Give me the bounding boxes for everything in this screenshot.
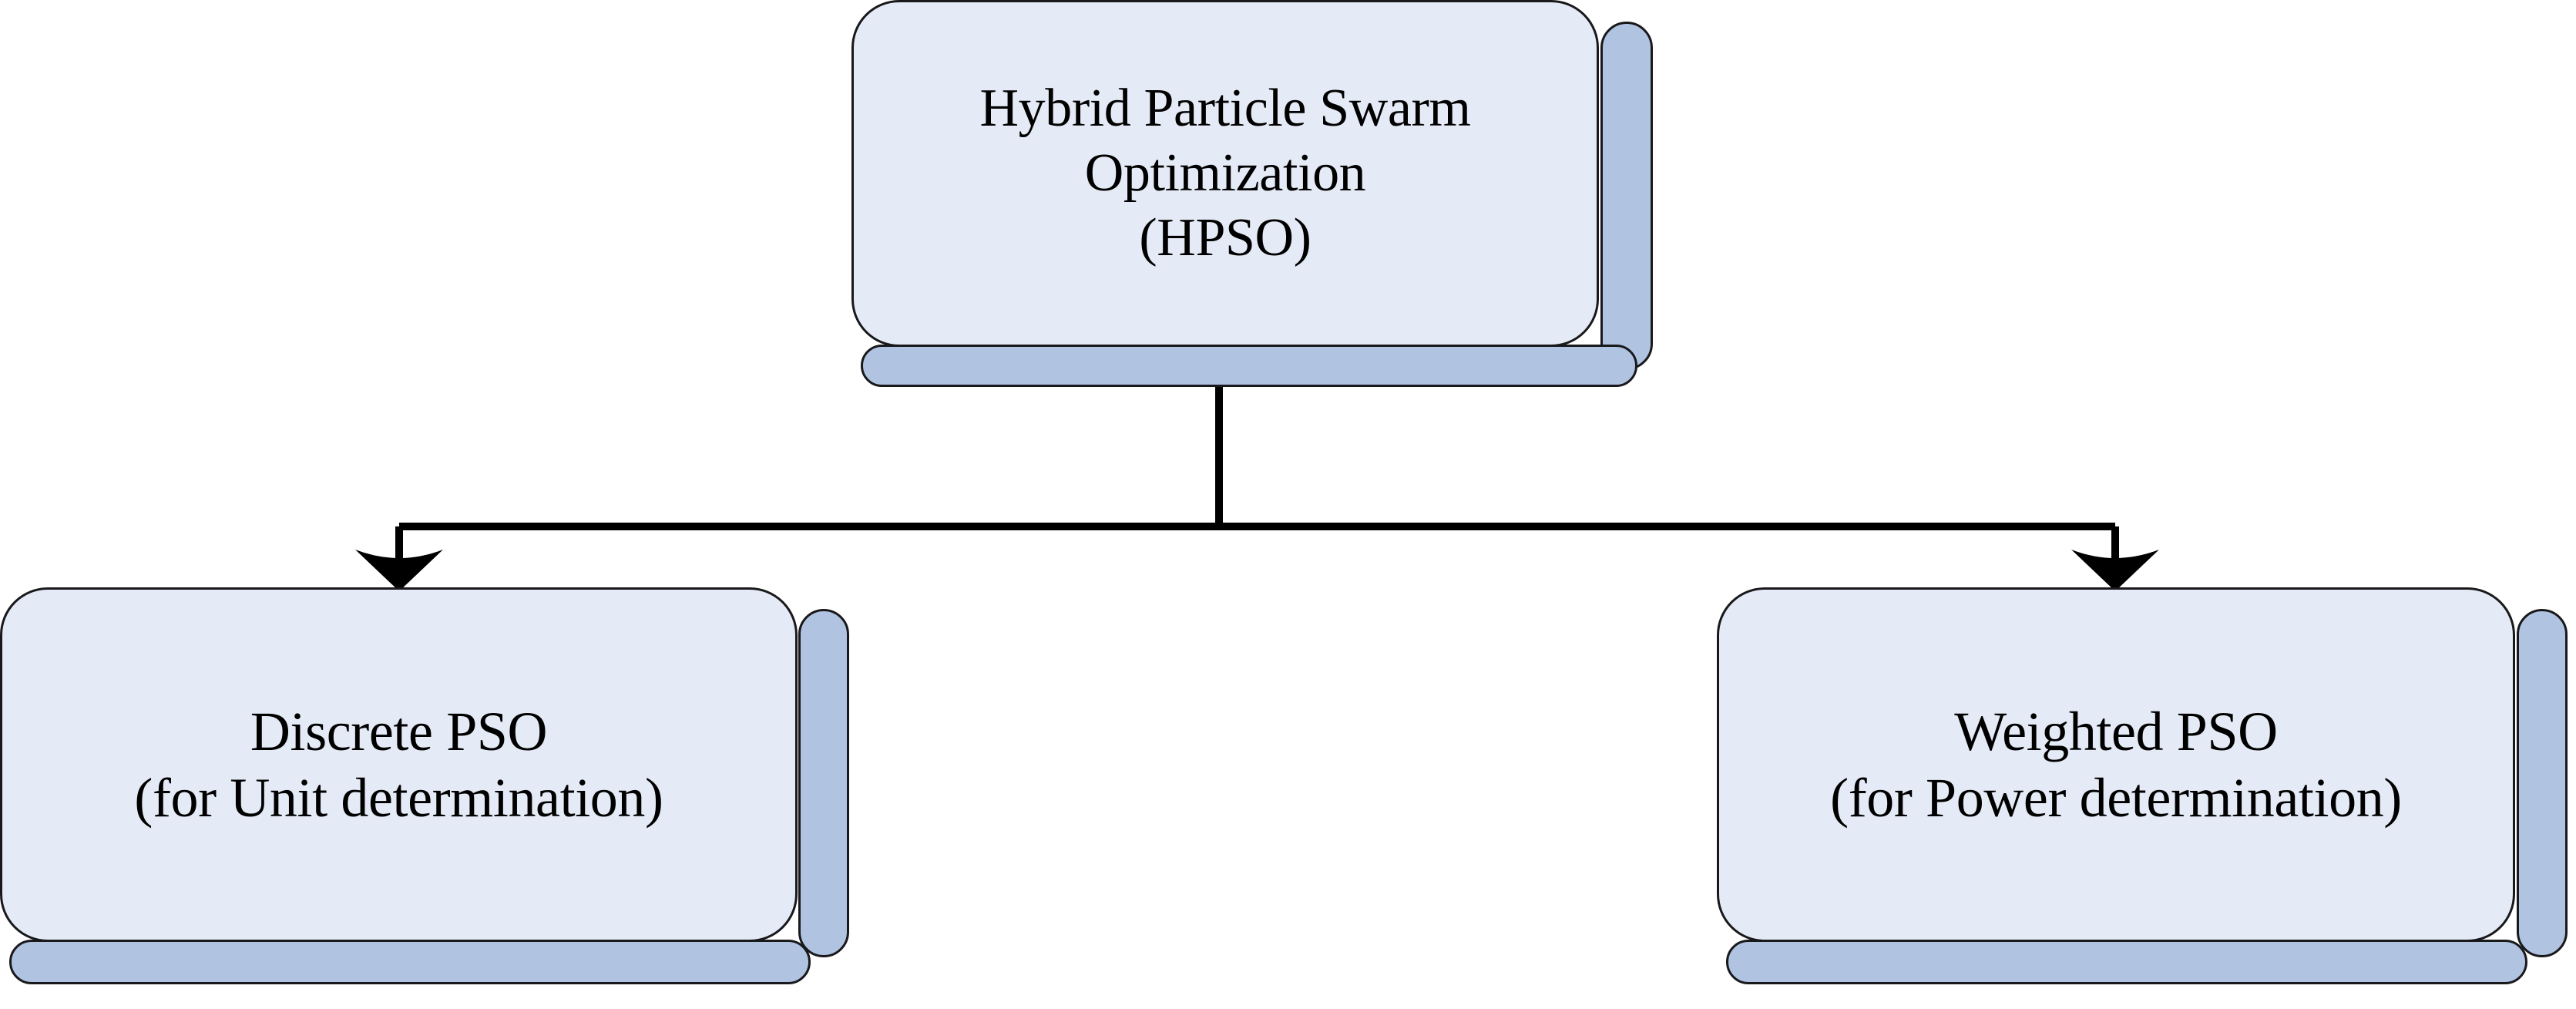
- node-shadow-right: [1600, 22, 1653, 370]
- node-discrete-pso[interactable]: Discrete PSO (for Unit determination): [0, 587, 851, 1009]
- node-shadow-right: [798, 609, 849, 957]
- node-label-root: Hybrid Particle Swarm Optimization (HPSO…: [979, 79, 1471, 267]
- node-label-right: Weighted PSO (for Power determination): [1830, 700, 2402, 829]
- edge-to-left-arrowhead: [355, 550, 443, 591]
- node-shadow-bottom: [9, 940, 811, 984]
- node-hybrid-particle-swarm-optimization[interactable]: Hybrid Particle Swarm Optimization (HPSO…: [851, 0, 1657, 393]
- node-face[interactable]: Weighted PSO (for Power determination): [1717, 587, 2515, 942]
- node-label-left: Discrete PSO (for Unit determination): [134, 700, 663, 829]
- node-shadow-right: [2517, 609, 2568, 957]
- node-face[interactable]: Hybrid Particle Swarm Optimization (HPSO…: [851, 0, 1599, 347]
- node-shadow-bottom: [861, 345, 1637, 387]
- node-shadow-bottom: [1726, 940, 2527, 984]
- edge-to-right-arrowhead: [2071, 550, 2159, 591]
- node-face[interactable]: Discrete PSO (for Unit determination): [0, 587, 798, 942]
- node-weighted-pso[interactable]: Weighted PSO (for Power determination): [1717, 587, 2576, 1009]
